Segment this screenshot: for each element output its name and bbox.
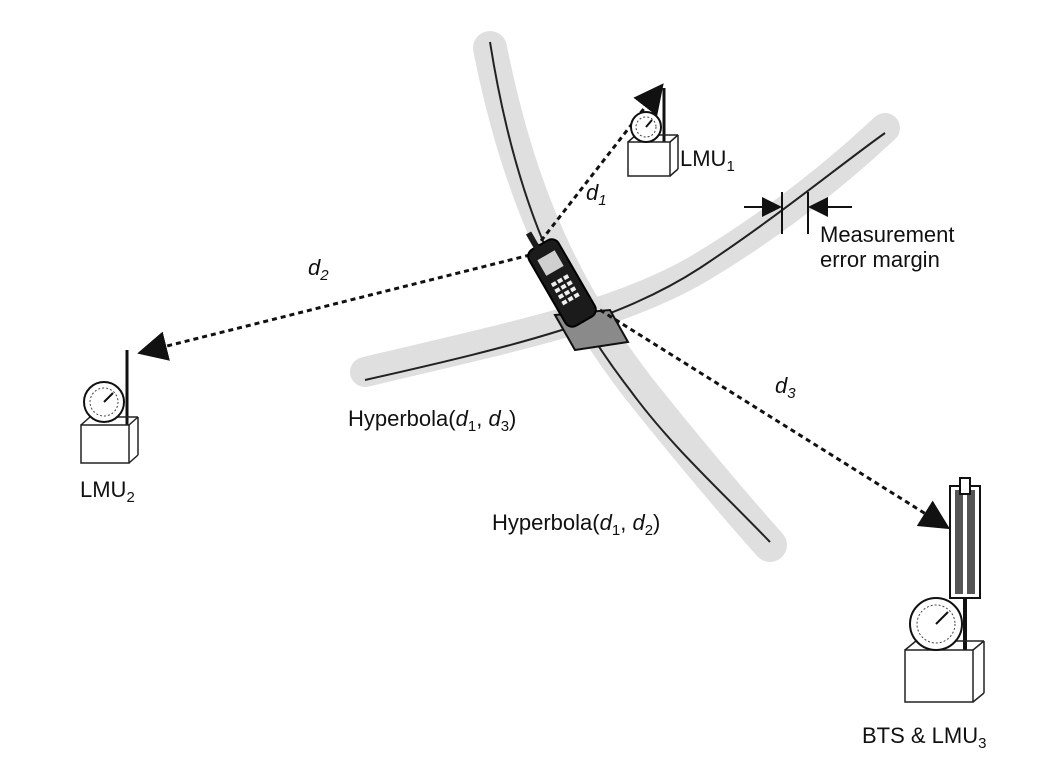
- clock-dial-icon: [630, 111, 662, 143]
- hyperbola-d1-d2-error-band: [473, 31, 787, 562]
- lmu2-label: LMU2: [80, 477, 135, 506]
- distance-line-d2: [137, 253, 531, 361]
- lmu2-station: [80, 350, 139, 464]
- equipment-box: [904, 649, 974, 703]
- clock-dial-icon: [83, 381, 125, 423]
- hyperbola-d1-d2-label: Hyperbola(d1, d2): [492, 510, 661, 539]
- d3-label: d3: [775, 373, 796, 402]
- hyperbola-d1-d3-curve: [364, 132, 886, 381]
- hyperbola-d1-d3-label: Hyperbola(d1, d3): [348, 406, 517, 435]
- measurement-error-margin-label: Measurement error margin: [820, 222, 955, 273]
- d2-label: d2: [308, 255, 329, 284]
- mobile-phone-icon: [525, 231, 597, 328]
- tower-antenna-icon: [949, 477, 981, 599]
- bts-lmu3-label: BTS & LMU3: [862, 723, 987, 752]
- hyperbola-d1-d2-curve: [489, 41, 771, 543]
- equipment-box: [80, 424, 130, 464]
- bts-lmu3-station: [904, 477, 985, 703]
- lmu1-station: [627, 88, 679, 177]
- measurement-margin-indicator: [744, 192, 852, 234]
- distance-line-d3: [599, 308, 951, 530]
- lmu1-label: LMU1: [680, 146, 735, 175]
- clock-dial-icon: [909, 597, 963, 651]
- d1-label: d1: [586, 180, 607, 209]
- equipment-box: [627, 141, 671, 177]
